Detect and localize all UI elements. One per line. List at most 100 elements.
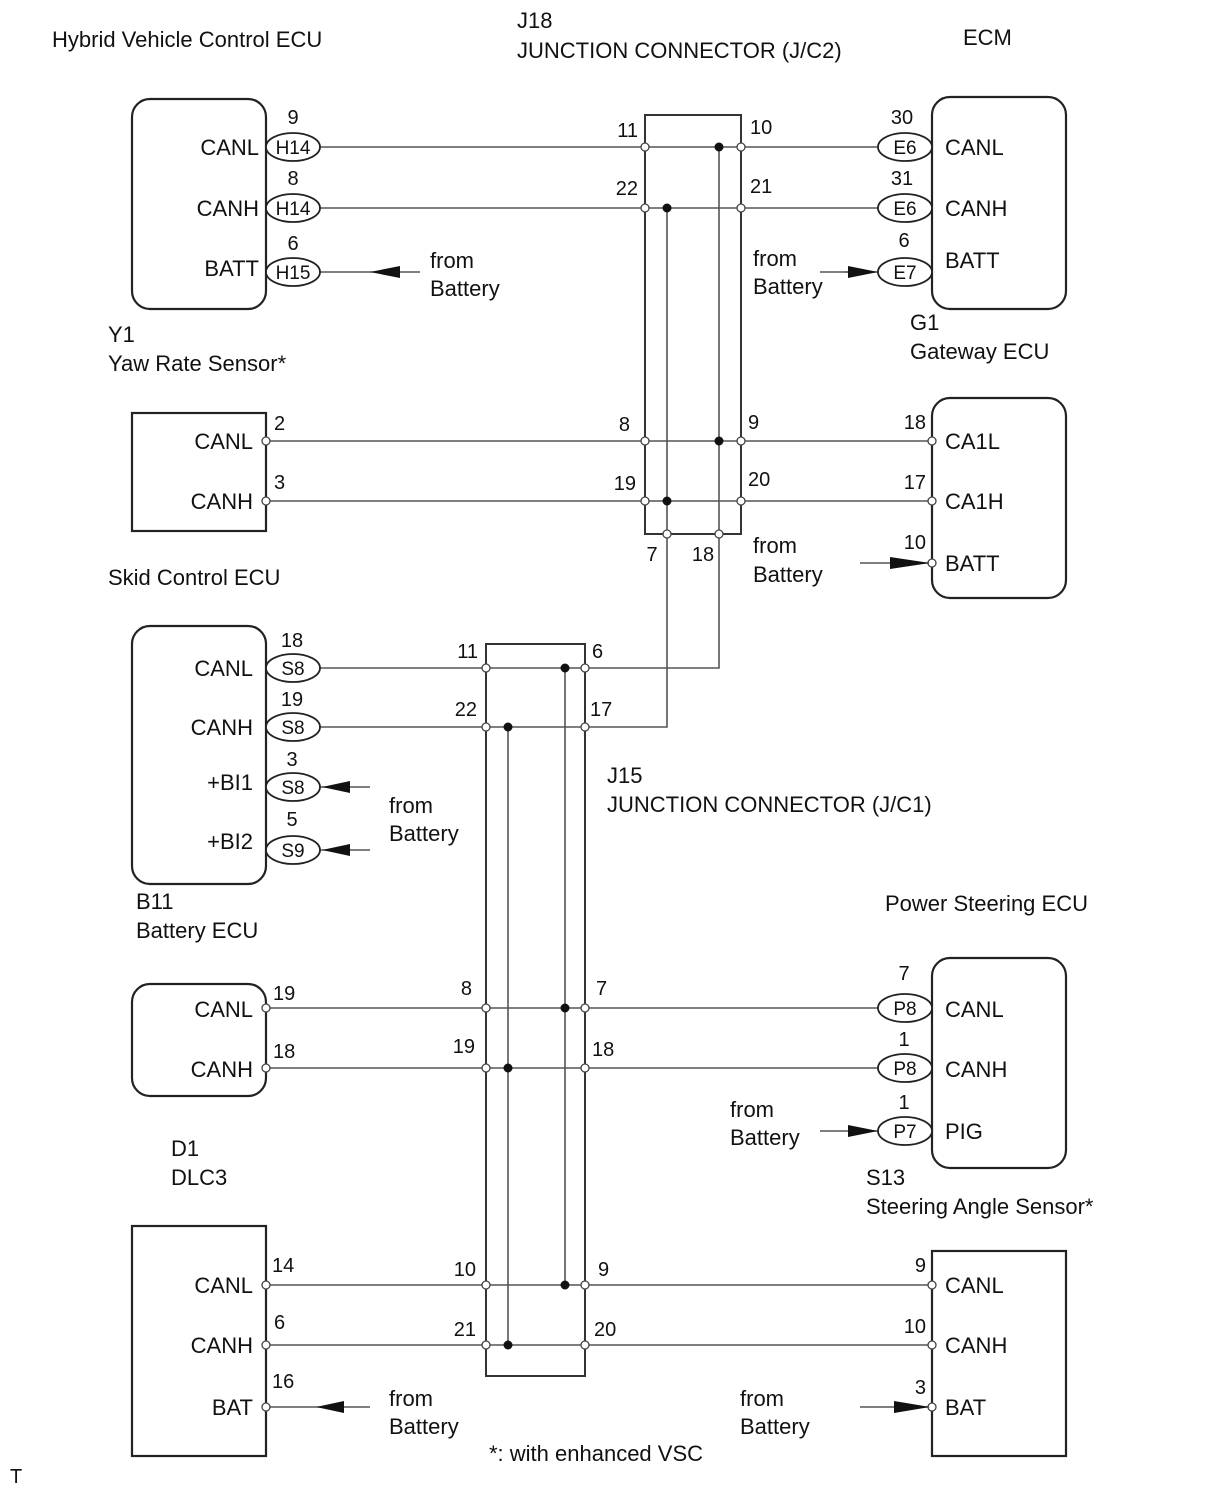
j18-pin-number: 7 (646, 544, 657, 566)
hv-pin-number: 8 (287, 168, 298, 190)
skid-pin-number: 3 (286, 749, 297, 771)
dlc-pin-name: CANH (191, 1333, 253, 1358)
j18-title: JUNCTION CONNECTOR (J/C2) (517, 38, 842, 63)
arrow-icon (322, 844, 350, 856)
yaw-pin-name: CANH (191, 489, 253, 514)
ecm-conn-3: E7 (893, 263, 916, 284)
gw-title: Gateway ECU (910, 339, 1049, 364)
from-battery-label: from (753, 246, 797, 271)
ps-ecu-box (930, 956, 1068, 1170)
dlc-pin-number: 14 (272, 1255, 294, 1277)
j15-junction-box (485, 643, 586, 1377)
ps-pin-number: 1 (898, 1029, 909, 1051)
steer-pin-name: BAT (945, 1395, 986, 1420)
steer-title: Steering Angle Sensor* (866, 1194, 1094, 1219)
ecm-pin-number: 31 (891, 168, 913, 190)
battery-arrows (316, 266, 930, 1413)
from-battery-label: Battery (430, 276, 500, 301)
from-battery-label: from (753, 533, 797, 558)
hv-pin-name: CANH (197, 196, 259, 221)
footnote: *: with enhanced VSC (489, 1441, 703, 1466)
ps-conn-1: P8 (893, 999, 916, 1020)
skid-conn-2: S8 (281, 718, 304, 739)
from-battery-label: Battery (753, 274, 823, 299)
gw-pin-name: BATT (945, 551, 1000, 576)
splice-dots (503, 142, 724, 1350)
ecm-pin-name: CANH (945, 196, 1007, 221)
j15-pin-number: 6 (592, 641, 603, 663)
arrow-icon (322, 781, 350, 793)
j15-pin-number: 9 (598, 1259, 609, 1281)
j18-pin-number: 18 (692, 544, 714, 566)
batt-ecu-code: B11 (136, 889, 174, 914)
skid-pin-number: 18 (281, 630, 303, 652)
j15-pin-number: 20 (594, 1319, 616, 1341)
steer-pin-name: CANL (945, 1273, 1004, 1298)
j18-code: J18 (517, 8, 552, 33)
arrow-icon (316, 1401, 344, 1413)
from-battery-label: Battery (389, 821, 459, 846)
from-battery-label: from (389, 793, 433, 818)
corner-mark: T (10, 1466, 22, 1488)
hv-pin-number: 9 (287, 107, 298, 129)
steer-pin-number: 3 (915, 1377, 926, 1399)
from-battery-label: from (430, 248, 474, 273)
yaw-code: Y1 (108, 322, 135, 347)
from-battery-label: from (740, 1386, 784, 1411)
ecm-pin-number: 30 (891, 107, 913, 129)
skid-conn-1: S8 (281, 659, 304, 680)
j18-pin-number: 9 (748, 412, 759, 434)
j18-pin-number: 11 (617, 120, 638, 142)
hv-pin-name: CANL (200, 135, 259, 160)
dlc-pin-name: CANL (194, 1273, 253, 1298)
j15-pin-number: 21 (454, 1319, 476, 1341)
gw-pin-number: 18 (904, 412, 926, 434)
ps-pin-name: CANL (945, 997, 1004, 1022)
gw-pin-name: CA1L (945, 429, 1000, 454)
ecm-title: ECM (963, 25, 1012, 50)
skid-ecu-box (130, 624, 268, 886)
wires (266, 146, 930, 1408)
ps-conn-2: P8 (893, 1059, 916, 1080)
hv-ecu-box (130, 97, 268, 311)
steer-pin-number: 9 (915, 1255, 926, 1277)
batt-ecu-pin-number: 19 (273, 983, 295, 1005)
gw-pin-number: 10 (904, 532, 926, 554)
j18-junction-box (644, 114, 742, 535)
steer-code: S13 (866, 1165, 905, 1190)
batt-ecu-pin-number: 18 (273, 1041, 295, 1063)
dlc-pin-number: 6 (274, 1312, 285, 1334)
j15-pin-number: 7 (596, 978, 607, 1000)
from-battery-label: Battery (389, 1414, 459, 1439)
dlc-title: DLC3 (171, 1165, 227, 1190)
skid-title: Skid Control ECU (108, 565, 280, 590)
gw-pin-name: CA1H (945, 489, 1004, 514)
hv-conn-1: H14 (276, 138, 311, 159)
ps-conn-3: P7 (893, 1122, 916, 1143)
j15-pin-number: 11 (457, 641, 478, 663)
j18-pin-number: 22 (616, 178, 638, 200)
yaw-pin-number: 2 (274, 413, 285, 435)
j15-title: JUNCTION CONNECTOR (J/C1) (607, 792, 932, 817)
gw-pin-number: 17 (904, 472, 926, 494)
skid-conn-4: S9 (281, 841, 304, 862)
j18-pin-number: 21 (750, 176, 772, 198)
hv-ecu-title: Hybrid Vehicle Control ECU (52, 27, 322, 52)
hv-conn-2: H14 (276, 199, 311, 220)
batt-ecu-pin-name: CANH (191, 1057, 253, 1082)
ps-pin-number: 7 (898, 963, 909, 985)
skid-pin-number: 5 (286, 809, 297, 831)
from-battery-label: Battery (740, 1414, 810, 1439)
arrow-icon (890, 557, 930, 569)
hv-conn-3: H15 (276, 263, 311, 284)
j15-pin-number: 22 (455, 699, 477, 721)
yaw-pin-name: CANL (194, 429, 253, 454)
j18-pin-number: 20 (748, 469, 770, 491)
hv-pin-name: BATT (204, 256, 259, 281)
batt-ecu-pin-name: CANL (194, 997, 253, 1022)
from-battery-label: Battery (730, 1125, 800, 1150)
hv-pin-number: 6 (287, 233, 298, 255)
j15-pin-number: 19 (453, 1036, 475, 1058)
j15-pin-number: 17 (590, 699, 612, 721)
